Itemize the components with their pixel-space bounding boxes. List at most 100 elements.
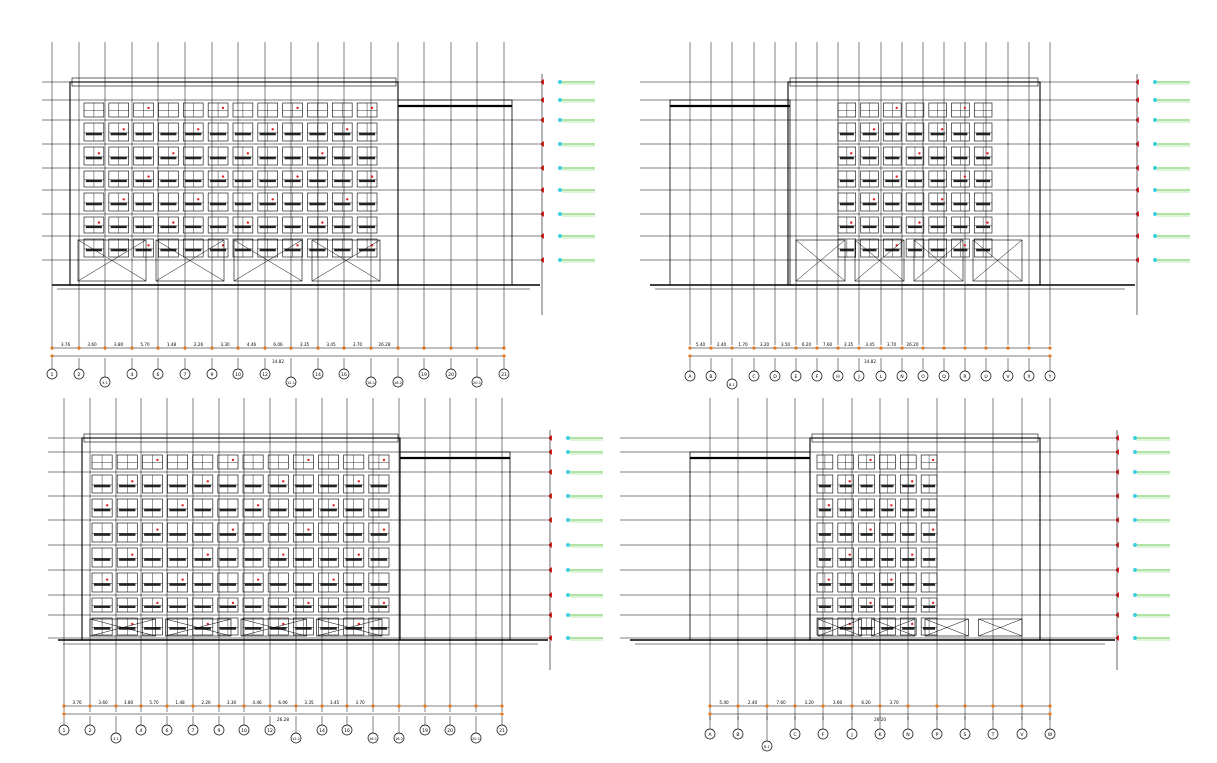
balcony-rail [320, 627, 337, 630]
balcony-rail [270, 605, 287, 609]
dimension-text: 3.20 [760, 342, 770, 347]
balcony-rail [210, 202, 227, 206]
grid-label: B.1 [764, 745, 770, 749]
ground-panel [924, 618, 969, 637]
balcony-rail [923, 484, 936, 488]
grid-label: B [736, 732, 739, 738]
dimension-text: 3.45 [326, 342, 336, 347]
ground-panel-cross [854, 239, 905, 282]
dimension-tick [1048, 346, 1052, 350]
wing-outline [399, 451, 511, 641]
balcony-rail [270, 484, 287, 488]
grid-bubble [418, 368, 430, 380]
dimension-tick [294, 704, 298, 708]
balcony-rail [259, 225, 276, 229]
grid-label: B.1 [729, 383, 735, 387]
grid-label: 16.1 [369, 737, 377, 741]
balcony-rail [85, 156, 102, 160]
ground-panel [795, 239, 846, 282]
balcony-rail [839, 533, 852, 536]
balcony-rail [370, 583, 388, 586]
building-outline [81, 437, 401, 641]
balcony-rail [359, 225, 376, 229]
balcony-rail [976, 156, 991, 160]
dimension-tick [268, 704, 272, 708]
balcony-rail [93, 627, 111, 630]
ground-panel-cross [155, 239, 225, 282]
balcony-rail [953, 225, 968, 229]
balcony-rail [270, 583, 287, 586]
dimension-tick [500, 712, 504, 716]
parapet [83, 433, 399, 443]
balcony-rail [219, 508, 237, 512]
balcony-rail [185, 132, 202, 136]
balcony-rail [930, 156, 945, 160]
dimension-tick [773, 346, 777, 350]
dimension-tick [50, 346, 54, 350]
window-tag [296, 175, 299, 178]
balcony-rail [839, 583, 852, 586]
level-dot [566, 450, 570, 454]
grid-bubble [896, 370, 908, 382]
balcony-rail [210, 225, 227, 229]
wing-outline [669, 99, 791, 286]
window-tag [872, 198, 876, 201]
grid-label: 9 [211, 372, 214, 378]
grid-label: T [991, 732, 995, 738]
balcony-rail [295, 508, 312, 512]
balcony-rail [860, 508, 873, 512]
level-dot [558, 258, 562, 262]
dimension-text: 6.06 [273, 342, 283, 347]
grid-label: S [964, 732, 967, 738]
grid-bubble [365, 376, 377, 388]
grid-label: 19 [422, 728, 428, 734]
grid-bubble [748, 370, 760, 382]
balcony-rail [923, 605, 936, 609]
window-tag [231, 528, 235, 531]
structure-layer [42, 42, 1135, 720]
balcony-rail [234, 156, 251, 160]
balcony-rail [320, 605, 337, 609]
grid-label: V [1006, 374, 1010, 380]
window-tag [370, 175, 374, 178]
dimension-tick [449, 346, 453, 350]
grid-label: 21 [501, 372, 507, 378]
window-tag [271, 128, 274, 131]
dimension-tick [935, 704, 939, 708]
dimension-tick [879, 346, 883, 350]
grid-label: 2 [89, 728, 92, 734]
balcony-rail [169, 627, 186, 630]
dimension-tick [708, 712, 712, 716]
balcony-rail [93, 533, 111, 536]
balcony-rail [93, 558, 111, 561]
level-dot [566, 613, 570, 617]
balcony-rail [185, 179, 202, 183]
balcony-rail [259, 179, 276, 183]
balcony-rail [234, 202, 251, 206]
dimension-tick [502, 354, 506, 358]
balcony-rail [976, 202, 991, 206]
balcony-rail [284, 156, 301, 160]
balcony-rail [885, 225, 900, 229]
window-tag [346, 128, 349, 131]
window-tag [206, 553, 209, 556]
dimension-tick [62, 704, 66, 708]
dimension-text: 2.40 [717, 342, 727, 347]
balcony-rail [908, 132, 922, 136]
grid-bubble [393, 732, 405, 744]
grid-label: 10 [241, 728, 247, 734]
window-tag [963, 175, 967, 178]
window-tag [97, 221, 101, 224]
window-tag [131, 480, 134, 483]
grid-label: 20 [447, 728, 453, 734]
dimension-text: 26.28 [277, 717, 289, 722]
balcony-rail [110, 132, 127, 136]
grid-label: J [857, 374, 859, 380]
grid-bubble [73, 368, 85, 380]
window-tag [869, 528, 872, 531]
balcony-rail [881, 583, 894, 586]
window-tag [963, 244, 967, 247]
dimension-tick [165, 704, 169, 708]
dimension-tick [1020, 704, 1024, 708]
